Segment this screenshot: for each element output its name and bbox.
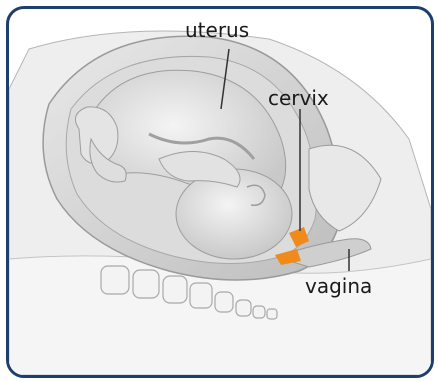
label-cervix: cervix: [268, 86, 329, 110]
anatomy-illustration: uterus cervix vagina: [9, 9, 431, 375]
label-vagina: vagina: [305, 274, 372, 298]
label-uterus: uterus: [185, 18, 249, 42]
diagram-frame: uterus cervix vagina: [6, 6, 434, 378]
